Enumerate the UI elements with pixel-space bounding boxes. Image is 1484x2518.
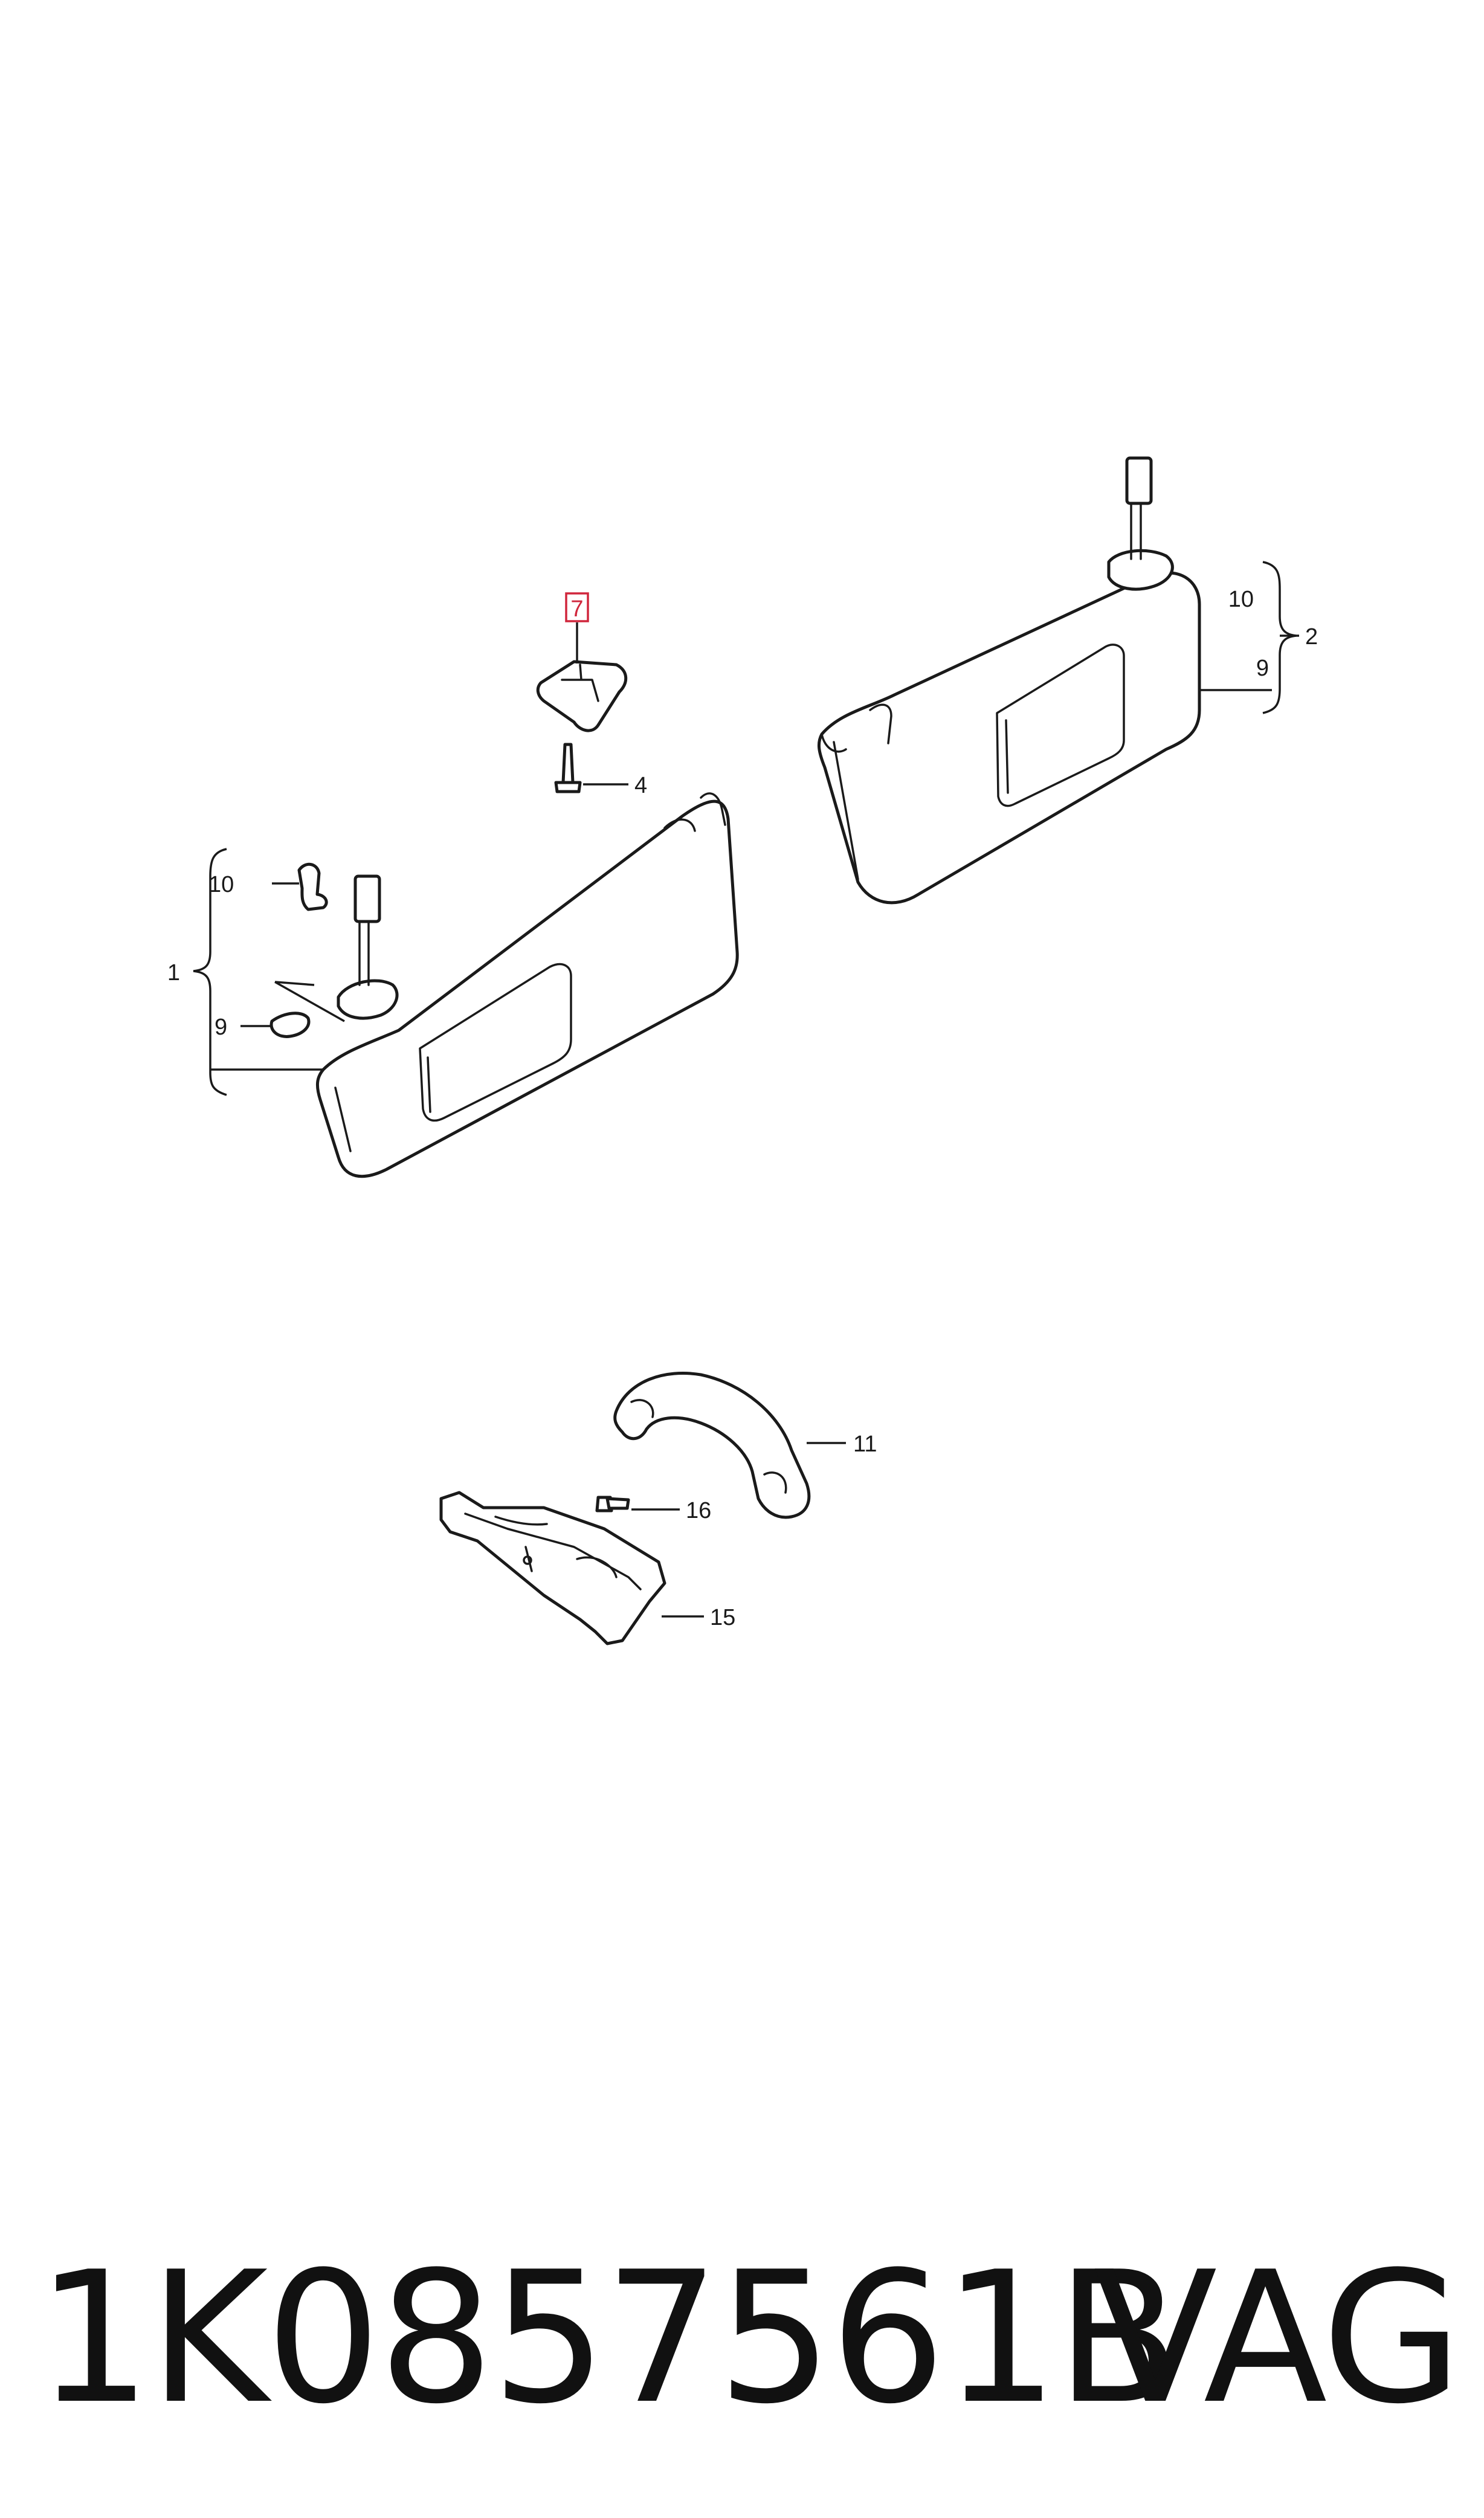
screw-16: 16 bbox=[595, 1496, 711, 1523]
bracket-left: 10 9 1 bbox=[167, 848, 323, 1096]
clip-9-left bbox=[240, 981, 345, 1038]
callout-10-right: 10 bbox=[1228, 587, 1254, 612]
callout-10-left: 10 bbox=[208, 872, 234, 897]
callout-7-highlight bbox=[565, 592, 589, 622]
callout-15: 15 bbox=[710, 1605, 735, 1630]
grab-handle-11: 11 bbox=[613, 1372, 877, 1519]
callout-7: 7 bbox=[570, 596, 583, 622]
clip-10-left bbox=[272, 863, 328, 911]
callout-9-left: 9 bbox=[215, 1015, 227, 1040]
callout-9-right: 9 bbox=[1256, 656, 1269, 681]
callout-11: 11 bbox=[853, 1432, 877, 1457]
visor-bracket-7: 7 bbox=[536, 592, 628, 732]
brand-label: VAG bbox=[1093, 2233, 1462, 2444]
trim-15: 15 bbox=[439, 1491, 735, 1645]
screw-4: 4 bbox=[554, 743, 647, 798]
sun-visor-left bbox=[315, 792, 739, 1178]
callout-1: 1 bbox=[167, 960, 180, 986]
callout-2: 2 bbox=[1305, 624, 1318, 650]
part-number-label: 1K0857561B bbox=[36, 2233, 1180, 2444]
bracket-right: 10 9 2 bbox=[1199, 561, 1318, 714]
sun-visor-right bbox=[817, 456, 1201, 905]
callout-16: 16 bbox=[686, 1498, 711, 1523]
callout-4: 4 bbox=[634, 773, 647, 798]
